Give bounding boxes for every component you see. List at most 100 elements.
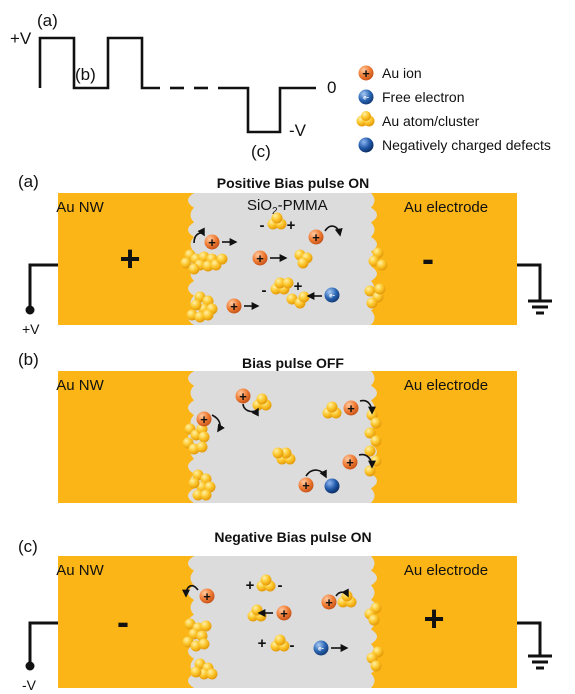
au-ion-sign: + (203, 589, 211, 604)
charge-sign: + (258, 635, 267, 652)
panel-a-left-sign: + (119, 238, 140, 279)
au-atom (188, 263, 200, 275)
hop-arrow (358, 453, 376, 469)
waveform-line (38, 36, 160, 90)
waveform-zero-label: 0 (327, 78, 336, 97)
panel-b-label: (b) (18, 350, 39, 369)
panel-a-medium-label: SiO2-PMMA (247, 197, 328, 217)
panel-c-title: Negative Bias pulse ON (214, 529, 371, 545)
pulse-waveform: +V (a) (b) (c) 0 -V (10, 11, 336, 161)
au-atom (370, 417, 382, 429)
au-ion-sign: + (347, 401, 355, 416)
au-counter-electrode (371, 193, 517, 325)
panel-a-title: Positive Bias pulse ON (217, 175, 370, 191)
waveform-label-b: (b) (75, 65, 96, 84)
au-ion-sign: + (208, 235, 216, 250)
panel-c: (c) Negative Bias pulse ON Au NW Au elec… (18, 529, 552, 693)
au-ion (342, 454, 358, 470)
free-electron-icon-sign: e- (363, 95, 369, 102)
panel-b-title: Bias pulse OFF (242, 355, 344, 371)
panel-b: (b) Bias pulse OFF Au NW Au electrode ++… (18, 350, 517, 503)
au-ion-sign: + (256, 251, 264, 266)
au-ion-icon (358, 65, 374, 81)
au-atom (370, 660, 382, 672)
au-counter-electrode (371, 556, 517, 688)
au-ion (343, 400, 359, 416)
au-atom (364, 427, 376, 439)
au-atom (188, 477, 200, 489)
au-atom-icon (356, 111, 375, 127)
hop-arrow (359, 399, 376, 415)
panel-a-species: +-+++-+e-+ (180, 212, 388, 323)
panel-c-left-label: Au NW (56, 562, 104, 579)
panel-b-species: +++++ (182, 388, 382, 501)
free-electron-icon (358, 89, 374, 105)
panel-c-left-sign: - (117, 601, 129, 642)
au-ion (196, 411, 212, 427)
au-atom (374, 283, 386, 295)
au-atom (190, 666, 202, 678)
negative-defect (324, 478, 340, 494)
panel-a: (a) Positive Bias pulse ON Au NW Au elec… (18, 172, 552, 337)
panel-a-right-sign: - (422, 238, 434, 279)
au-atom (200, 620, 212, 632)
free-electron-sign: e- (318, 646, 324, 653)
legend-au-atom-label: Au atom/cluster (382, 113, 480, 129)
waveform-plus-v-label: +V (10, 29, 32, 48)
au-ion-sign: + (239, 389, 247, 404)
au-atom (271, 212, 283, 224)
au-counter-electrode (371, 371, 517, 503)
waveform-minus-v-label: -V (289, 121, 307, 140)
au-atom (272, 447, 284, 459)
charge-sign: - (262, 282, 267, 299)
au-atom (364, 445, 376, 457)
au-atom (282, 277, 294, 289)
au-ion-sign: + (200, 412, 208, 427)
charge-sign: + (294, 278, 303, 295)
au-nanowire-electrode (58, 371, 194, 503)
charge-sign: - (290, 637, 295, 654)
hop-arrow (324, 225, 343, 237)
au-atom (366, 297, 378, 309)
panel-b-device (58, 371, 517, 503)
au-atom (260, 574, 272, 586)
au-atom (200, 489, 212, 501)
au-ion-sign: + (302, 478, 310, 493)
panel-a-label: (a) (18, 172, 39, 191)
au-atom (216, 253, 228, 265)
legend-au-ion-label: Au ion (382, 65, 422, 81)
au-ion-icon-sign: + (362, 66, 370, 81)
hop-arrow (193, 227, 205, 244)
legend-defects-label: Negatively charged defects (382, 137, 551, 153)
au-atom (196, 441, 208, 453)
panel-c-species: ++-+++-e- (182, 574, 384, 680)
au-atom (326, 401, 338, 413)
au-ion (204, 234, 220, 250)
charge-sign: - (278, 577, 283, 594)
au-atom (180, 257, 192, 269)
panel-b-right-label: Au electrode (404, 377, 488, 394)
au-atom (280, 447, 292, 459)
hop-arrow (211, 414, 225, 433)
au-nanowire-electrode (58, 556, 194, 688)
legend-au-ion: + Au ion (358, 65, 422, 81)
au-ion-sign: + (312, 230, 320, 245)
hop-arrow (182, 584, 199, 598)
legend-defects: Negatively charged defects (358, 137, 551, 153)
au-atom (206, 668, 218, 680)
au-atom (198, 638, 210, 650)
au-ion (235, 388, 251, 404)
au-atom (198, 431, 210, 443)
panel-c-ground-icon (517, 621, 552, 670)
charge-sign: + (287, 217, 296, 234)
panel-c-right-label: Au electrode (404, 562, 488, 579)
negative-defect-icon (358, 137, 374, 153)
au-ion (308, 229, 324, 245)
hop-arrow (242, 403, 259, 417)
au-atom (192, 489, 204, 501)
au-atom (298, 291, 310, 303)
charge-sign: + (246, 577, 255, 594)
au-nanowire-electrode (58, 193, 194, 325)
free-electron (313, 640, 329, 656)
free-electron (324, 287, 340, 303)
